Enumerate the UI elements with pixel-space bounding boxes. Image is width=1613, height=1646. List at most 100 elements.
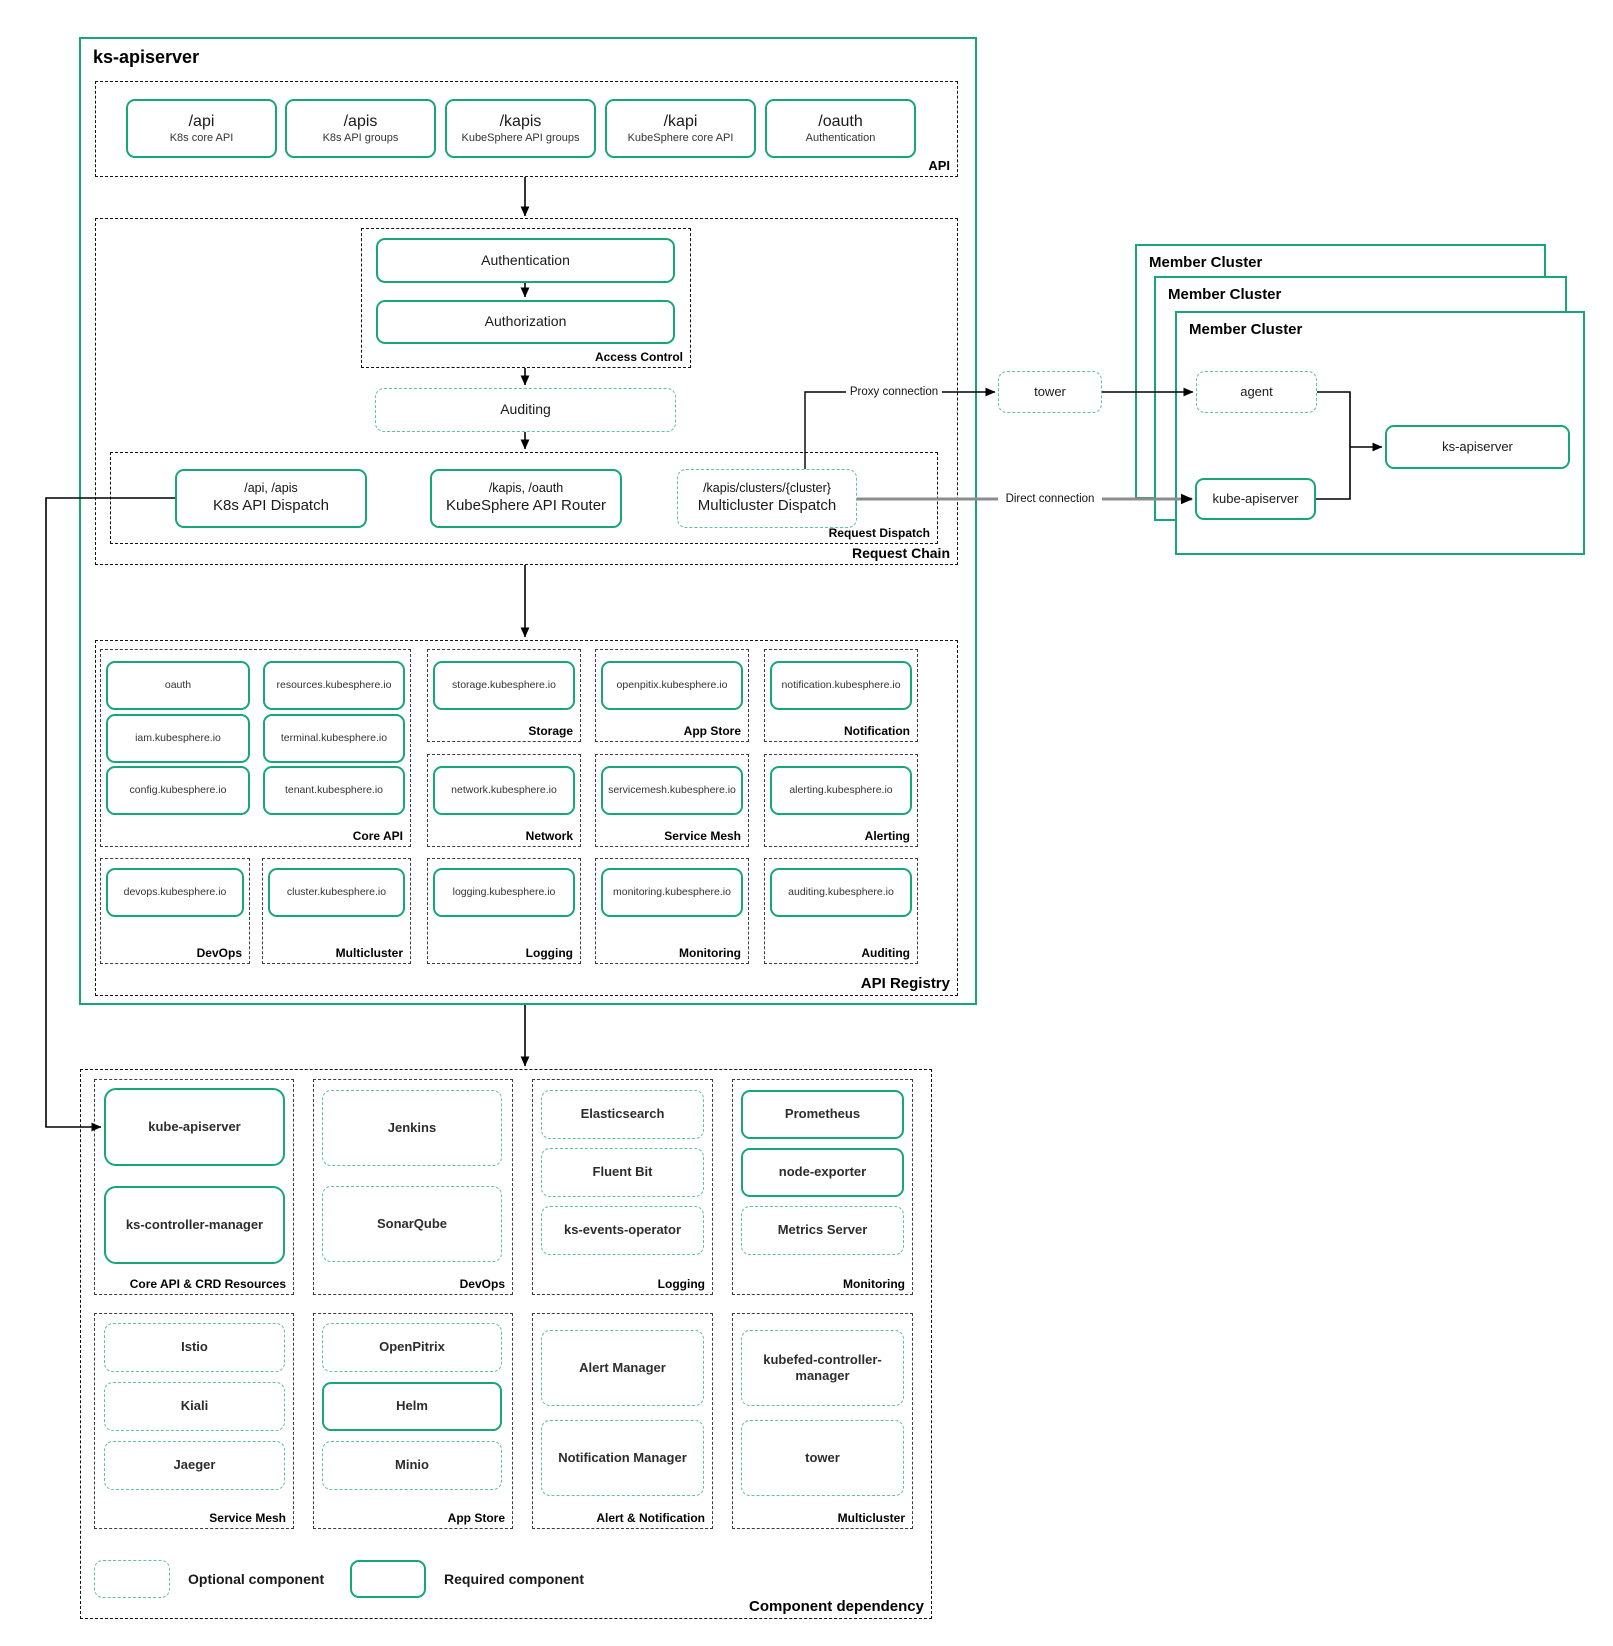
access-control-label: Access Control: [594, 350, 683, 364]
registry-group-multicluster: Multicluster: [262, 858, 411, 964]
group-label: Alert & Notification: [596, 1511, 705, 1525]
api-endpoint-desc: K8s API groups: [322, 131, 399, 144]
api-endpoint-desc: Authentication: [805, 131, 876, 144]
component-name: Notification Manager: [558, 1449, 687, 1465]
comp-group-app-store: App Store: [313, 1313, 513, 1529]
component-name: ks-events-operator: [563, 1222, 682, 1238]
multicluster-dispatch-box: /kapis/clusters/{cluster} Multicluster D…: [677, 469, 857, 528]
diagram-title: ks-apiserver: [93, 47, 200, 67]
registry-group-notification: Notification: [764, 649, 918, 742]
component-box: Fluent Bit: [541, 1148, 704, 1197]
registry-group-auditing: Auditing: [764, 858, 918, 964]
api-endpoint-path: /oauth: [818, 112, 863, 130]
group-label: Core API & CRD Resources: [129, 1277, 286, 1291]
component-name: kube-apiserver: [148, 1118, 241, 1134]
component-box: Istio: [104, 1323, 285, 1372]
component-box: SonarQube: [322, 1186, 502, 1262]
component-name: Fluent Bit: [592, 1164, 653, 1180]
component-name: Kiali: [180, 1398, 209, 1414]
group-label: Monitoring: [679, 946, 741, 960]
member-kube-apiserver-box: kube-apiserver: [1195, 478, 1316, 520]
dispatch-title: KubeSphere API Router: [445, 496, 607, 514]
registry-group-network: Network: [427, 754, 581, 847]
component-name: node-exporter: [778, 1164, 867, 1180]
api-endpoint-box: /api K8s core API: [126, 99, 277, 158]
component-name: Helm: [396, 1398, 428, 1414]
comp-group-multicluster: Multicluster: [732, 1313, 913, 1529]
comp-group-monitoring: Monitoring: [732, 1079, 913, 1295]
group-label: App Store: [683, 724, 741, 738]
api-endpoint-desc: KubeSphere API groups: [461, 131, 580, 144]
component-name: Minio: [395, 1457, 429, 1473]
api-endpoint-desc: KubeSphere core API: [627, 131, 734, 144]
api-endpoint-box: /apis K8s API groups: [285, 99, 436, 158]
api-endpoint-box: /oauth Authentication: [765, 99, 916, 158]
component-name: Istio: [181, 1339, 208, 1355]
member-ks-apiserver-box: ks-apiserver: [1385, 425, 1570, 469]
api-registry-label: API Registry: [860, 975, 950, 992]
registry-item: iam.kubesphere.io: [106, 714, 250, 763]
registry-group-service-mesh: Service Mesh: [595, 754, 749, 847]
registry-group-logging: Logging: [427, 858, 581, 964]
comp-group-devops: DevOps: [313, 1079, 513, 1295]
dispatch-paths: /kapis/clusters/{cluster}: [703, 481, 831, 496]
component-name: Alert Manager: [579, 1359, 666, 1375]
registry-group-app-store: App Store: [595, 649, 749, 742]
access-control-group: Access Control: [361, 228, 691, 368]
component-box: tower: [741, 1420, 904, 1496]
registry-item: auditing.kubesphere.io: [770, 868, 912, 917]
comp-group-core-api-crd: Core API & CRD Resources: [94, 1079, 294, 1295]
component-name: Metrics Server: [777, 1222, 868, 1238]
group-label: Storage: [528, 724, 573, 738]
component-box: node-exporter: [741, 1148, 904, 1197]
group-label: DevOps: [196, 946, 242, 960]
component-box: Elasticsearch: [541, 1090, 704, 1139]
dispatch-paths: /kapis, /oauth: [488, 481, 564, 496]
group-label: Service Mesh: [209, 1511, 286, 1525]
api-endpoint-path: /kapis: [499, 112, 542, 130]
group-label: Monitoring: [843, 1277, 905, 1291]
component-name: tower: [805, 1449, 840, 1465]
group-label: Service Mesh: [664, 829, 741, 843]
component-dependency-label: Component dependency: [748, 1598, 924, 1615]
component-box: Kiali: [104, 1382, 285, 1431]
group-label: Logging: [657, 1277, 705, 1291]
auditing-box: Auditing: [375, 388, 676, 432]
registry-item: monitoring.kubesphere.io: [601, 868, 743, 917]
registry-item: oauth: [106, 661, 250, 710]
api-section-label: API: [928, 158, 950, 173]
component-dependency-section: Component dependency: [80, 1069, 932, 1619]
registry-group-alerting: Alerting: [764, 754, 918, 847]
component-name: Elasticsearch: [580, 1106, 665, 1122]
api-section: API: [95, 81, 958, 177]
component-name: Jenkins: [387, 1119, 437, 1135]
registry-item: resources.kubesphere.io: [263, 661, 405, 710]
registry-item: devops.kubesphere.io: [106, 868, 244, 917]
component-box: Prometheus: [741, 1090, 904, 1139]
api-endpoint-path: /apis: [343, 112, 378, 130]
kubesphere-api-router-box: /kapis, /oauth KubeSphere API Router: [430, 469, 622, 528]
authentication-box: Authentication: [376, 238, 675, 283]
registry-item: notification.kubesphere.io: [770, 661, 912, 710]
comp-group-alert-notification: Alert & Notification: [532, 1313, 713, 1529]
registry-item: network.kubesphere.io: [433, 766, 575, 815]
tower-box: tower: [998, 371, 1102, 413]
registry-item: terminal.kubesphere.io: [263, 714, 405, 763]
registry-item: tenant.kubesphere.io: [263, 766, 405, 815]
request-dispatch-label: Request Dispatch: [828, 526, 930, 540]
comp-group-logging: Logging: [532, 1079, 713, 1295]
registry-group-monitoring: Monitoring: [595, 858, 749, 964]
component-name: Prometheus: [784, 1106, 861, 1122]
proxy-connection-label: Proxy connection: [846, 385, 942, 400]
dispatch-title: Multicluster Dispatch: [697, 496, 837, 514]
component-box: kube-apiserver: [104, 1088, 285, 1166]
component-box: Jenkins: [322, 1090, 502, 1166]
component-box: Helm: [322, 1382, 502, 1431]
registry-item: logging.kubesphere.io: [433, 868, 575, 917]
k8s-api-dispatch-box: /api, /apis K8s API Dispatch: [175, 469, 367, 528]
api-endpoint-desc: K8s core API: [169, 131, 234, 144]
authorization-box: Authorization: [376, 300, 675, 344]
component-box: Notification Manager: [541, 1420, 704, 1496]
api-endpoint-path: /kapi: [663, 112, 698, 130]
group-label: Network: [525, 829, 573, 843]
